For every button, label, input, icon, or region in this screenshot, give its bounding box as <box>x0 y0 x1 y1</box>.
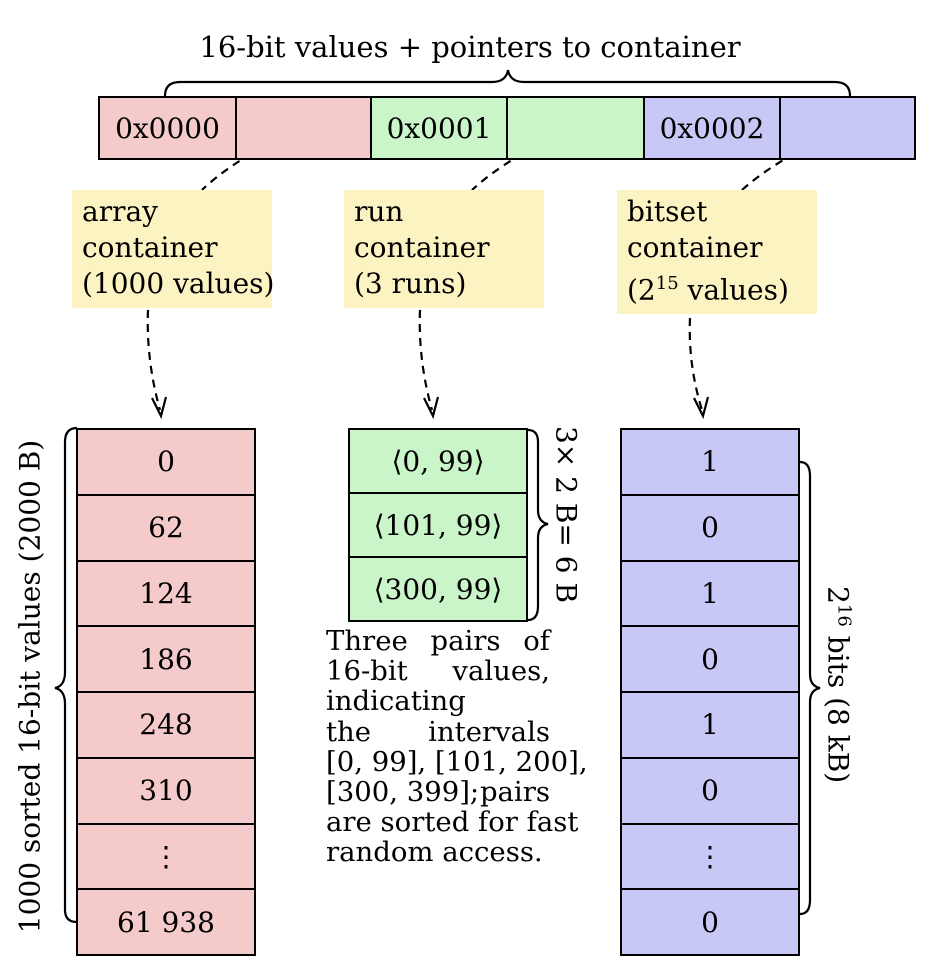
key-cell-0: 0x0000 <box>100 98 235 158</box>
run-pair-cell: ⟨101, 99⟩ <box>350 492 526 556</box>
arrow-array <box>146 309 162 411</box>
arrow-bitset <box>688 317 704 411</box>
desc-word: the <box>326 715 372 748</box>
array-value-cell: 186 <box>78 625 254 691</box>
desc-word: 16-bit <box>326 655 408 688</box>
run-pair-cell: ⟨0, 99⟩ <box>391 444 485 478</box>
bitset-bit-cell: 1 <box>622 691 798 757</box>
run-container-label: run container (3 runs) <box>344 190 544 308</box>
desc-line: [0, 99], [101, 200], <box>326 747 588 777</box>
top-brace <box>163 69 852 97</box>
bitset-bit-cell: 0 <box>622 493 798 560</box>
label-line: (215 values) <box>627 266 807 308</box>
desc-word: pairs <box>430 625 501 657</box>
desc-word: are sorted for fast <box>326 806 579 839</box>
pointer-line-run <box>471 139 548 191</box>
arrow-run <box>418 309 434 411</box>
desc-word: Three <box>326 625 408 657</box>
bitset-ellipsis-cell: ⋮ <box>622 822 798 889</box>
label-text: (2 <box>627 273 656 307</box>
bitset-size-label: 216 bits (8 kB) <box>821 535 854 835</box>
run-container-column: ⟨0, 99⟩ ⟨101, 99⟩ ⟨300, 99⟩ <box>348 428 528 622</box>
array-value-cell: 62 <box>78 493 254 560</box>
arrowhead-run <box>423 396 440 420</box>
label-line: array <box>82 195 158 228</box>
desc-word: values, <box>452 655 550 688</box>
label-text: bits (8 kB) <box>821 626 855 784</box>
desc-line: [300, 399]; pairs <box>326 777 550 807</box>
array-value-cell: 0 <box>157 445 175 479</box>
pointer-cell-bitset <box>779 98 914 158</box>
desc-line: Three pairs of <box>326 626 550 656</box>
label-superscript: 15 <box>655 273 679 294</box>
desc-word: intervals <box>428 715 550 748</box>
label-text: values) <box>678 273 789 307</box>
array-value-cell: 124 <box>78 559 254 626</box>
label-line: run <box>354 195 404 228</box>
label-text: 2 <box>821 586 855 604</box>
bitset-bit-cell: 1 <box>701 445 719 479</box>
key-cell-1: 0x0001 <box>370 98 506 158</box>
pointer-line-bitset <box>741 139 820 191</box>
key-label: 0x0001 <box>386 111 492 145</box>
bitset-container-column: 1 0 1 0 1 0 ⋮ 0 <box>620 428 800 956</box>
label-line: container <box>627 231 763 264</box>
key-cell-2: 0x0002 <box>643 98 779 158</box>
array-container-label: array container (1000 values) <box>72 190 275 308</box>
desc-word: [0, 99], [101, 200], <box>326 745 588 778</box>
desc-line: 16-bit values, <box>326 656 550 686</box>
desc-line: indicating <box>326 686 550 716</box>
desc-word: pairs <box>479 776 550 809</box>
arrowhead-array <box>151 396 168 420</box>
desc-line: the intervals <box>326 715 550 748</box>
label-line: container <box>82 231 218 264</box>
run-pair-cell: ⟨300, 99⟩ <box>350 556 526 620</box>
desc-word: indicating <box>326 685 466 718</box>
array-ellipsis-cell: ⋮ <box>78 822 254 889</box>
bitset-bit-cell: 0 <box>622 625 798 691</box>
label-line: (1000 values) <box>82 267 275 300</box>
key-label: 0x0000 <box>115 111 220 145</box>
bitset-bit-cell: 0 <box>622 756 798 823</box>
label-line: container <box>354 231 490 264</box>
desc-word: [300, 399]; <box>326 776 480 809</box>
array-value-cell: 248 <box>78 691 254 757</box>
desc-line: random access. <box>326 837 550 867</box>
label-superscript: 16 <box>833 603 855 627</box>
run-description: Three pairs of 16-bit values, indicating… <box>326 626 588 868</box>
arrowhead-bitset <box>693 396 710 420</box>
array-value-cell: 310 <box>78 756 254 823</box>
desc-line: are sorted for fast <box>326 807 578 837</box>
run-size-label: 3× 2 B= 6 B <box>549 425 583 604</box>
desc-word: of <box>523 625 550 657</box>
desc-word: random access. <box>326 836 543 869</box>
bitset-container-label: bitset container (215 values) <box>617 190 817 314</box>
bitset-bit-cell: 1 <box>622 559 798 626</box>
brace-run <box>527 428 549 622</box>
key-label: 0x0002 <box>659 111 765 145</box>
array-value-cell: 61 938 <box>78 888 254 954</box>
diagram-title: 16-bit values + pointers to container <box>199 30 741 64</box>
pointer-cell-run <box>506 98 643 158</box>
brace-array <box>54 426 78 924</box>
bitset-bit-cell: 0 <box>622 888 798 954</box>
array-container-column: 0 62 124 186 248 310 ⋮ 61 938 <box>76 428 256 956</box>
key-pointer-row: 0x0000 0x0001 0x0002 <box>98 96 916 160</box>
label-line: bitset <box>627 195 708 228</box>
brace-bitset <box>799 460 821 916</box>
pointer-line-array <box>201 139 277 191</box>
pointer-cell-array <box>235 98 370 158</box>
label-line: (3 runs) <box>354 267 467 300</box>
array-size-label: 1000 sorted 16-bit values (2000 B) <box>13 439 47 934</box>
